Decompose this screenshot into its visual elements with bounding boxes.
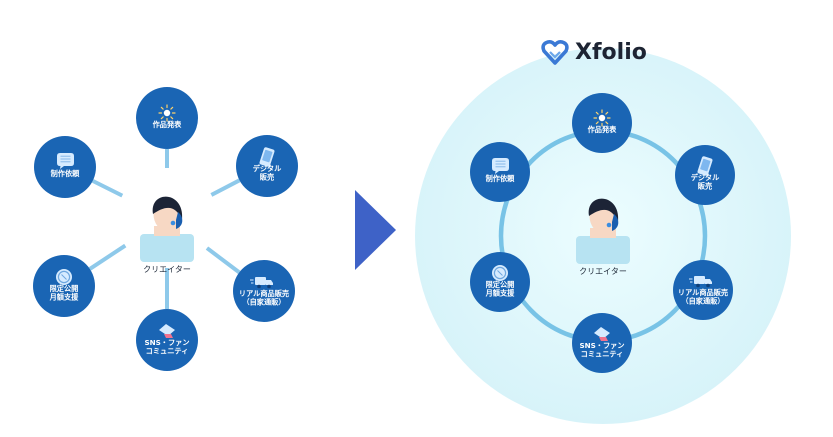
speech-bubble-icon (57, 153, 74, 169)
left-node-label: 販売 (260, 173, 274, 182)
left-node-label: （自家通販） (242, 298, 285, 307)
left-node-circle (233, 260, 295, 322)
arrow-right-shape (355, 190, 396, 270)
right-node-label: 制作依頼 (486, 174, 516, 183)
brand-title: Xfolio (575, 40, 647, 65)
left-node-label: SNS・ファン (144, 338, 189, 347)
left-connector-line (88, 243, 127, 271)
right-node-circle (470, 142, 530, 202)
coin-icon (492, 265, 508, 281)
left-node-circle (33, 255, 95, 317)
truck-icon (250, 277, 273, 289)
right-node-label: 販売 (698, 182, 712, 191)
left-node-label: デジタル (253, 164, 282, 173)
right-diagram: クリエイター作品発表デジタル販売リアル商品販売（自家通販）SNS・ファンコミュニ… (415, 40, 791, 424)
chat-bubble-icon (594, 327, 610, 341)
right-creator-avatar (576, 198, 630, 264)
right-node-label: 限定公開 (486, 280, 515, 289)
left-diagram: クリエイター作品発表デジタル販売リアル商品販売（自家通販）SNS・ファンコミュニ… (33, 87, 298, 371)
right-node-label: 作品発表 (588, 125, 618, 134)
left-node-5: 制作依頼 (34, 136, 96, 198)
left-node-label: 制作依頼 (51, 169, 81, 178)
left-node-circle (34, 136, 96, 198)
right-node-label: SNS・ファン (579, 341, 624, 350)
chat-bubble-icon (159, 324, 175, 338)
spotlight-icon (158, 104, 176, 122)
left-connector-line (205, 246, 241, 274)
left-node-label: 月額支援 (49, 293, 80, 302)
right-node-label: デジタル (691, 173, 720, 182)
left-node-label: コミュニティ (146, 347, 189, 356)
right-node-circle (572, 313, 632, 373)
right-node-label: コミュニティ (581, 350, 624, 359)
spotlight-icon (593, 109, 611, 127)
smartphone-icon (259, 147, 275, 167)
speech-bubble-icon (492, 158, 509, 174)
left-connector-line (210, 178, 241, 197)
right-creator-label: クリエイター (579, 267, 627, 276)
right-node-circle (470, 252, 530, 312)
left-node-label: 作品発表 (153, 120, 183, 129)
left-creator-avatar (140, 196, 194, 262)
left-node-circle (136, 309, 198, 371)
left-creator-label: クリエイター (143, 265, 191, 274)
right-node-label: （自家通販） (681, 297, 724, 306)
right-node-2: リアル商品販売（自家通販） (673, 260, 733, 320)
right-node-label: リアル商品販売 (678, 288, 728, 297)
left-node-label: リアル商品販売 (239, 289, 289, 298)
left-node-0: 作品発表 (136, 87, 198, 149)
left-node-2: リアル商品販売（自家通販） (233, 260, 295, 322)
smartphone-icon (697, 156, 713, 176)
coin-icon (56, 269, 72, 285)
left-connector-line (91, 179, 124, 198)
right-node-0: 作品発表 (572, 93, 632, 153)
xfolio-heart-logo-icon (541, 40, 569, 65)
arrow-right-icon (355, 190, 396, 270)
right-node-label: 月額支援 (485, 289, 516, 298)
right-node-circle (673, 260, 733, 320)
left-node-label: 限定公開 (50, 284, 79, 293)
right-node-5: 制作依頼 (470, 142, 530, 202)
truck-icon (689, 276, 712, 288)
